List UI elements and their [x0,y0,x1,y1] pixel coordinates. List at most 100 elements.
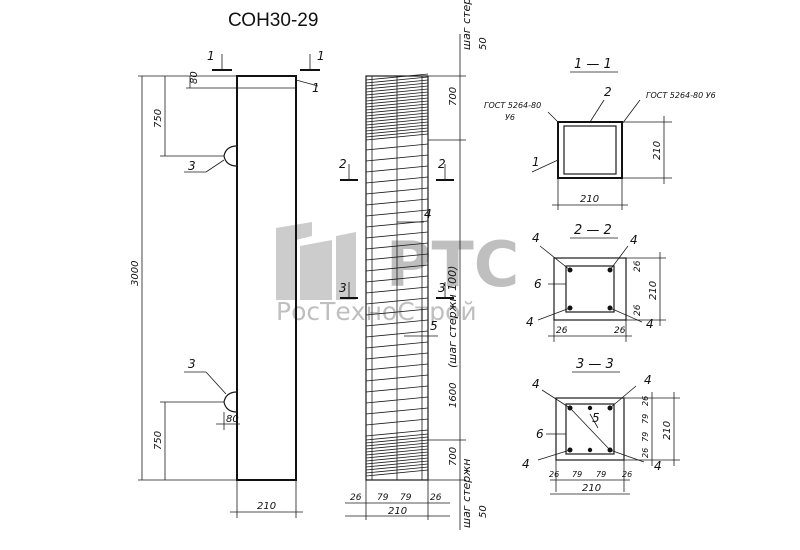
cage-dim-bottom: 50 [478,505,489,518]
dim-loop-offset-label: 80 [226,414,239,425]
section-1-1-title: 1 — 1 [574,57,612,72]
dim-lower-label: 750 [153,431,164,450]
stirrup-line [365,363,429,371]
leader-1-label: 1 [312,81,320,95]
cage-dim-b4: 26 [430,493,442,503]
stirrup-line [365,91,429,99]
stirrup-line [365,82,429,90]
stirrup-line [365,433,429,441]
stirrup-line [365,407,429,415]
cage-pitch-top: шаг стержн [460,0,473,50]
stirrup-line [365,457,429,465]
s33-label-4c: 4 [522,457,530,471]
s33-dim-bottom-0: 26 [549,470,559,479]
s11-label-2: 2 [604,85,612,99]
stirrup-line [365,85,429,93]
s33-leader-4a [541,389,571,409]
s33-tie-diag [569,407,611,451]
section-3-3-stirrup [565,403,615,455]
stirrup-line [365,341,429,349]
stirrup-group [365,73,429,477]
s22-leader-4b [609,245,629,271]
s33-dim-side-total: 210 [662,421,673,440]
stirrup-line [365,330,429,338]
stirrup-line [365,448,429,456]
s33-leader-4c [537,449,571,461]
lifting-loop-top [223,145,238,167]
s22-label-6: 6 [534,277,542,291]
dim-top-small-label: 80 [189,71,200,84]
s22-dim-b-left: 26 [556,326,568,336]
drawing-title: СОН30-29 [228,10,318,31]
stirrup-line [365,106,429,114]
lifting-loop-bottom [223,391,238,413]
stirrup-line [365,445,429,453]
stirrup-line [365,352,429,360]
stirrup-line [365,97,429,105]
stirrup-line [365,442,429,450]
s22-label-4a: 4 [532,231,540,245]
s33-dim-side-2: 79 [641,432,650,442]
s33-bar-bm [587,447,593,453]
cut-3-label-left: 3 [339,281,347,295]
section-1-1: 1 — 1 ГОСТ 5264-80 У6 ГОСТ 5264-80 У6 2 … [484,57,716,210]
s22-label-4d: 4 [646,317,654,331]
stirrup-line [365,165,429,173]
cut-1-label-right: 1 [317,49,325,63]
stirrup-line [365,436,429,444]
stirrup-line [365,103,429,111]
elevation-view: 1 1 1 3 3 80 750 3000 750 80 [130,49,325,518]
section-2-2-title: 2 — 2 [574,223,612,238]
s33-dim-side-1: 79 [641,414,650,424]
stirrup-line [365,127,429,135]
stirrup-line [365,264,429,272]
stirrup-line [365,396,429,404]
stirrup-line [365,231,429,239]
s22-label-4b: 4 [630,233,638,247]
cage-dim-b2: 79 [377,493,389,503]
s11-gost-left-sub: У6 [505,113,515,122]
stirrup-line [365,109,429,117]
stirrup-line [365,130,429,138]
stirrup-line [365,76,429,84]
stirrup-line [365,460,429,468]
leader-3-top-line [205,159,225,173]
stirrup-line [365,209,429,217]
leader-3-bottom-line [205,371,227,395]
leader-1-line [295,79,319,87]
stirrup-line [365,385,429,393]
stirrup-line [365,286,429,294]
stirrup-line [365,319,429,327]
s33-dim-bottom-total: 210 [582,483,601,494]
leader-3-top-label: 3 [188,159,196,173]
stirrup-line [365,253,429,261]
leader-3-bottom-label: 3 [188,357,196,371]
s22-label-4c: 4 [526,315,534,329]
s33-leader-4b [609,385,637,409]
watermark: РТС РосТехноСтрой [276,222,519,326]
cage-dim-width: 210 [388,506,407,517]
section-1-1-inner [563,125,617,175]
leader-4-label: 4 [424,207,432,221]
stirrup-line [365,275,429,283]
cage-pitch-bot: шаг стержн [460,459,473,528]
s22-leader-4c [537,307,571,321]
watermark-subtitle: РосТехноСтрой [276,297,477,326]
s11-leader-left [547,111,559,123]
s11-leader-1 [531,159,559,173]
cage-pitch-mid: (шаг стержн 100) [446,266,459,368]
cut-2-label-right: 2 [438,157,446,171]
cage-dim-b1: 26 [350,493,362,503]
s33-dim-bottom-1: 79 [572,470,582,479]
s22-dim-top-inner: 26 [633,260,643,272]
stirrup-line [365,418,429,426]
stirrup-line [365,121,429,129]
s11-gost-right: ГОСТ 5264-80 У6 [646,91,716,100]
stirrup-line [365,463,429,471]
section-3-3: 3 — 3 4 4 5 6 4 4 26 79 79 26 210 [522,357,680,495]
dim-width-label: 210 [257,501,276,512]
s11-dim-side: 210 [652,141,663,160]
cut-3-label-right: 3 [438,281,446,295]
stirrup-line [365,469,429,477]
stirrup-line [365,374,429,382]
